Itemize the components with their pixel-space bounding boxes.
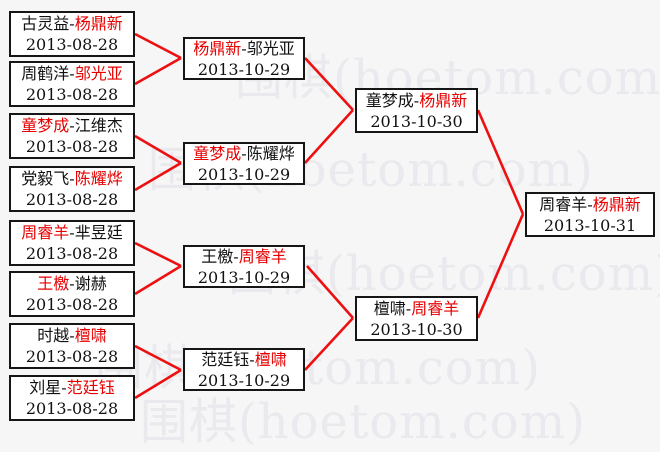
player-left: 童梦成 xyxy=(21,116,70,135)
match-date: 2013-08-28 xyxy=(25,190,119,209)
player-right: 檀啸 xyxy=(74,326,107,345)
player-left: 刘星 xyxy=(29,378,62,397)
match-box-r2-m2: 童梦成-陈耀烨 2013-10-29 xyxy=(183,142,305,185)
match-date: 2013-10-29 xyxy=(197,267,291,287)
match-box-r2-m3: 王檄-周睿羊 2013-10-29 xyxy=(183,245,305,288)
match-box-r1-m2: 周鹤洋-邬光亚 2013-08-28 xyxy=(9,61,135,107)
match-date: 2013-08-28 xyxy=(25,295,119,314)
match-date: 2013-08-28 xyxy=(25,137,119,156)
player-left: 周睿羊 xyxy=(21,223,70,242)
match-date: 2013-10-30 xyxy=(370,111,463,131)
match-players: 檀啸-周睿羊 xyxy=(374,298,459,319)
match-players: 杨鼎新-邬光亚 xyxy=(193,38,294,59)
players-separator: - xyxy=(241,143,247,163)
players-separator: - xyxy=(249,349,255,369)
players-separator: - xyxy=(61,378,67,397)
match-box-r1-m7: 时越-檀啸 2013-08-28 xyxy=(9,323,135,369)
players-separator: - xyxy=(69,169,75,188)
match-box-sf-m2: 檀啸-周睿羊 2013-10-30 xyxy=(355,296,478,341)
player-right: 周睿羊 xyxy=(411,298,460,318)
match-box-r2-m1: 杨鼎新-邬光亚 2013-10-29 xyxy=(183,37,305,80)
players-separator: - xyxy=(69,116,75,135)
player-right: 周睿羊 xyxy=(238,246,287,266)
players-separator: - xyxy=(241,38,247,58)
match-players: 周鹤洋-邬光亚 xyxy=(21,63,122,84)
match-box-sf-m1: 童梦成-杨鼎新 2013-10-30 xyxy=(355,88,478,133)
player-right: 杨鼎新 xyxy=(74,14,123,33)
players-separator: - xyxy=(69,64,75,83)
players-separator: - xyxy=(413,90,420,110)
players-separator: - xyxy=(587,194,593,214)
match-players: 童梦成-陈耀烨 xyxy=(193,143,294,164)
player-left: 范廷钰 xyxy=(201,349,250,369)
player-right: 邬光亚 xyxy=(74,64,123,83)
match-players: 党毅飞-陈耀烨 xyxy=(21,168,122,189)
match-players: 周睿羊-杨鼎新 xyxy=(539,194,640,215)
match-box-r1-m4: 党毅飞-陈耀烨 2013-08-28 xyxy=(9,166,135,212)
player-right: 邬光亚 xyxy=(246,38,295,58)
match-players: 刘星-范廷钰 xyxy=(29,377,114,398)
player-left: 党毅飞 xyxy=(21,169,70,188)
match-box-r1-m5: 周睿羊-芈昱廷 2013-08-28 xyxy=(9,220,135,266)
match-players: 古灵益-杨鼎新 xyxy=(21,13,122,34)
players-separator: - xyxy=(405,298,412,318)
players-separator: - xyxy=(69,274,75,293)
match-date: 2013-10-31 xyxy=(543,215,637,235)
match-players: 童梦成-杨鼎新 xyxy=(366,90,467,111)
player-left: 周鹤洋 xyxy=(21,64,70,83)
players-separator: - xyxy=(69,326,75,345)
player-left: 王檄 xyxy=(201,246,234,266)
match-box-r1-m3: 童梦成-江维杰 2013-08-28 xyxy=(9,113,135,159)
players-separator: - xyxy=(69,14,75,33)
tournament-bracket: 围棋(hoetom.com) 围棋(hoetom.com) 围棋(hoetom.… xyxy=(9,11,660,450)
match-players: 周睿羊-芈昱廷 xyxy=(21,222,122,243)
match-players: 王檄-周睿羊 xyxy=(201,246,286,267)
match-date: 2013-08-28 xyxy=(25,399,119,418)
match-date: 2013-08-28 xyxy=(25,244,119,263)
match-players: 范廷钰-檀啸 xyxy=(201,349,286,370)
player-left: 古灵益 xyxy=(21,14,70,33)
player-right: 谢赫 xyxy=(74,274,107,293)
player-left: 童梦成 xyxy=(193,143,242,163)
bracket-lines xyxy=(134,32,525,400)
player-right: 陈耀烨 xyxy=(246,143,295,163)
player-left: 檀啸 xyxy=(373,298,406,318)
player-right: 陈耀烨 xyxy=(74,169,123,188)
player-right: 杨鼎新 xyxy=(592,194,641,214)
players-separator: - xyxy=(69,223,75,242)
match-box-r2-m4: 范廷钰-檀啸 2013-10-29 xyxy=(183,348,305,391)
player-left: 时越 xyxy=(37,326,70,345)
match-date: 2013-08-28 xyxy=(25,347,119,366)
player-right: 芈昱廷 xyxy=(74,223,123,242)
player-left: 童梦成 xyxy=(365,90,414,110)
player-left: 周睿羊 xyxy=(539,194,588,214)
match-date: 2013-08-28 xyxy=(25,85,119,104)
watermark-text: 围棋(hoetom.com) xyxy=(95,340,541,396)
player-left: 杨鼎新 xyxy=(193,38,242,58)
player-right: 檀啸 xyxy=(254,349,287,369)
players-separator: - xyxy=(233,246,239,266)
player-right: 杨鼎新 xyxy=(419,90,468,110)
match-date: 2013-10-30 xyxy=(370,319,463,339)
match-players: 王檄-谢赫 xyxy=(37,273,106,294)
match-date: 2013-10-29 xyxy=(197,59,291,79)
match-players: 时越-檀啸 xyxy=(37,325,106,346)
match-date: 2013-10-29 xyxy=(197,164,291,184)
match-box-final: 周睿羊-杨鼎新 2013-10-31 xyxy=(525,192,655,237)
match-date: 2013-08-28 xyxy=(25,35,119,54)
match-box-r1-m1: 古灵益-杨鼎新 2013-08-28 xyxy=(9,11,135,57)
match-players: 童梦成-江维杰 xyxy=(21,115,122,136)
match-date: 2013-10-29 xyxy=(197,370,291,390)
match-box-r1-m8: 刘星-范廷钰 2013-08-28 xyxy=(9,375,135,421)
match-box-r1-m6: 王檄-谢赫 2013-08-28 xyxy=(9,271,135,317)
player-left: 王檄 xyxy=(37,274,70,293)
player-right: 江维杰 xyxy=(74,116,123,135)
player-right: 范廷钰 xyxy=(66,378,115,397)
